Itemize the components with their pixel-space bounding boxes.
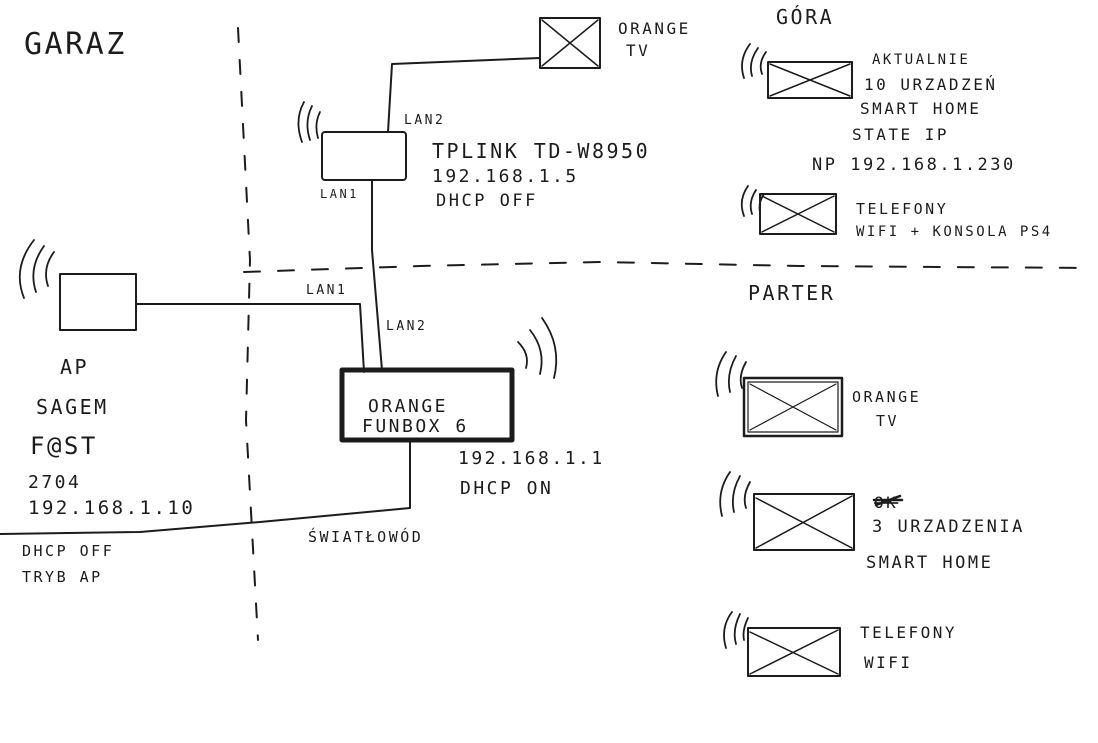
crossed-box-inner xyxy=(747,381,839,433)
cable-label-tplink-lan: LAN2 xyxy=(386,319,427,334)
ground-orange-tv-line-2: TV xyxy=(876,412,899,430)
ap-line-3: F@ST xyxy=(30,432,98,460)
ap-mode: TRYB AP xyxy=(22,568,103,586)
crossed-box-icon xyxy=(759,193,837,235)
router-line-1: ORANGE xyxy=(368,396,448,417)
orange-tv-top-label-2: TV xyxy=(626,41,650,60)
orange-funbox-router: ORANGE FUNBOX 6 192.168.1.1 DHCP ON xyxy=(339,317,605,499)
upstairs-smart-home-line-5: NP 192.168.1.230 xyxy=(812,155,1016,175)
cross-lines-icon xyxy=(749,383,837,431)
wifi-waves-icon xyxy=(741,43,767,79)
crossed-box-icon xyxy=(767,61,853,99)
floor-divider-line xyxy=(243,261,1091,273)
access-point: AP SAGEM F@ST 2704 192.168.1.10 DHCP OFF… xyxy=(18,239,195,586)
zone-label-upstairs: GÓRA xyxy=(776,5,834,29)
strike-scribble xyxy=(872,494,904,507)
cable-ap-to-router xyxy=(135,303,365,373)
router-ip: 192.168.1.1 xyxy=(458,448,605,469)
upstairs-phones-line-1: TELEFONY xyxy=(856,200,948,218)
tplink-box xyxy=(321,131,407,181)
ground-phones-line-2: WIFI xyxy=(864,653,913,672)
ground-phones: TELEFONY WIFI xyxy=(723,611,957,677)
cable-label-ap-lan: LAN1 xyxy=(306,283,347,298)
zone-label-ground-floor: PARTER xyxy=(748,281,835,305)
wifi-waves-icon xyxy=(18,239,55,299)
tplink-name: TPLINK TD-W8950 xyxy=(432,139,650,163)
upstairs-smart-home-line-3: SMART HOME xyxy=(860,99,981,118)
fiber-cable xyxy=(0,439,411,535)
upstairs-smart-home-line-1: AKTUALNIE xyxy=(872,52,970,68)
ap-dhcp: DHCP OFF xyxy=(22,542,114,560)
zone-label-garage: GARAZ xyxy=(24,27,127,62)
router-box xyxy=(339,367,515,443)
upstairs-smart-home-line-2: 10 URZADZEŃ xyxy=(864,75,997,94)
tplink-lan-out-label: LAN1 xyxy=(320,187,359,201)
ground-orange-tv: ORANGE TV xyxy=(715,351,921,438)
ap-box xyxy=(59,273,137,331)
upstairs-phones-line-2: WIFI + KONSOLA PS4 xyxy=(856,224,1053,240)
tplink-lan-in-label: LAN2 xyxy=(404,113,445,128)
ground-phones-line-1: TELEFONY xyxy=(860,623,957,642)
ap-line-2: SAGEM xyxy=(36,395,109,419)
tplink-device: LAN2 LAN1 TPLINK TD-W8950 192.168.1.5 DH… xyxy=(297,101,650,211)
ground-orange-tv-line-1: ORANGE xyxy=(852,388,921,406)
router-line-2: FUNBOX 6 xyxy=(362,416,469,437)
upstairs-smart-home: AKTUALNIE 10 URZADZEŃ SMART HOME STATE I… xyxy=(741,43,1016,175)
crossed-box-icon xyxy=(747,627,841,677)
wifi-waves-icon xyxy=(517,317,558,379)
wifi-waves-icon xyxy=(297,101,321,143)
orange-tv-top: ORANGE TV xyxy=(539,17,691,69)
tplink-ip: 192.168.1.5 xyxy=(432,166,579,187)
cable-tplink-to-tv xyxy=(387,57,541,133)
cross-lines-icon xyxy=(769,63,851,97)
cross-lines-icon xyxy=(541,19,599,67)
cross-lines-icon xyxy=(761,195,835,233)
router-dhcp: DHCP ON xyxy=(460,478,553,499)
upstairs-smart-home-line-4: STATE IP xyxy=(852,125,949,144)
wifi-waves-icon xyxy=(723,611,749,649)
crossed-box-icon xyxy=(753,493,855,551)
cable-label-fiber: ŚWIATŁOWÓD xyxy=(308,527,423,546)
ap-line-1: AP xyxy=(60,355,89,379)
ap-line-4: 2704 xyxy=(28,472,81,493)
ground-smart-home: OK 3 URZADZENIA SMART HOME xyxy=(719,471,1025,573)
garage-divider-line xyxy=(237,27,259,641)
cross-lines-icon xyxy=(749,629,839,675)
ap-ip: 192.168.1.10 xyxy=(28,497,195,519)
cable-tplink-to-router xyxy=(371,179,383,371)
crossed-box-icon xyxy=(742,376,844,438)
upstairs-phones: TELEFONY WIFI + KONSOLA PS4 xyxy=(740,185,1053,240)
wifi-waves-icon xyxy=(719,471,751,517)
ground-smart-home-line-2: SMART HOME xyxy=(866,553,993,573)
tplink-dhcp: DHCP OFF xyxy=(436,191,538,211)
cross-lines-icon xyxy=(755,495,853,549)
crossed-box-icon xyxy=(539,17,601,69)
orange-tv-top-label-1: ORANGE xyxy=(618,19,691,38)
wifi-waves-icon xyxy=(715,351,747,397)
ground-smart-home-line-1: 3 URZADZENIA xyxy=(872,517,1025,537)
